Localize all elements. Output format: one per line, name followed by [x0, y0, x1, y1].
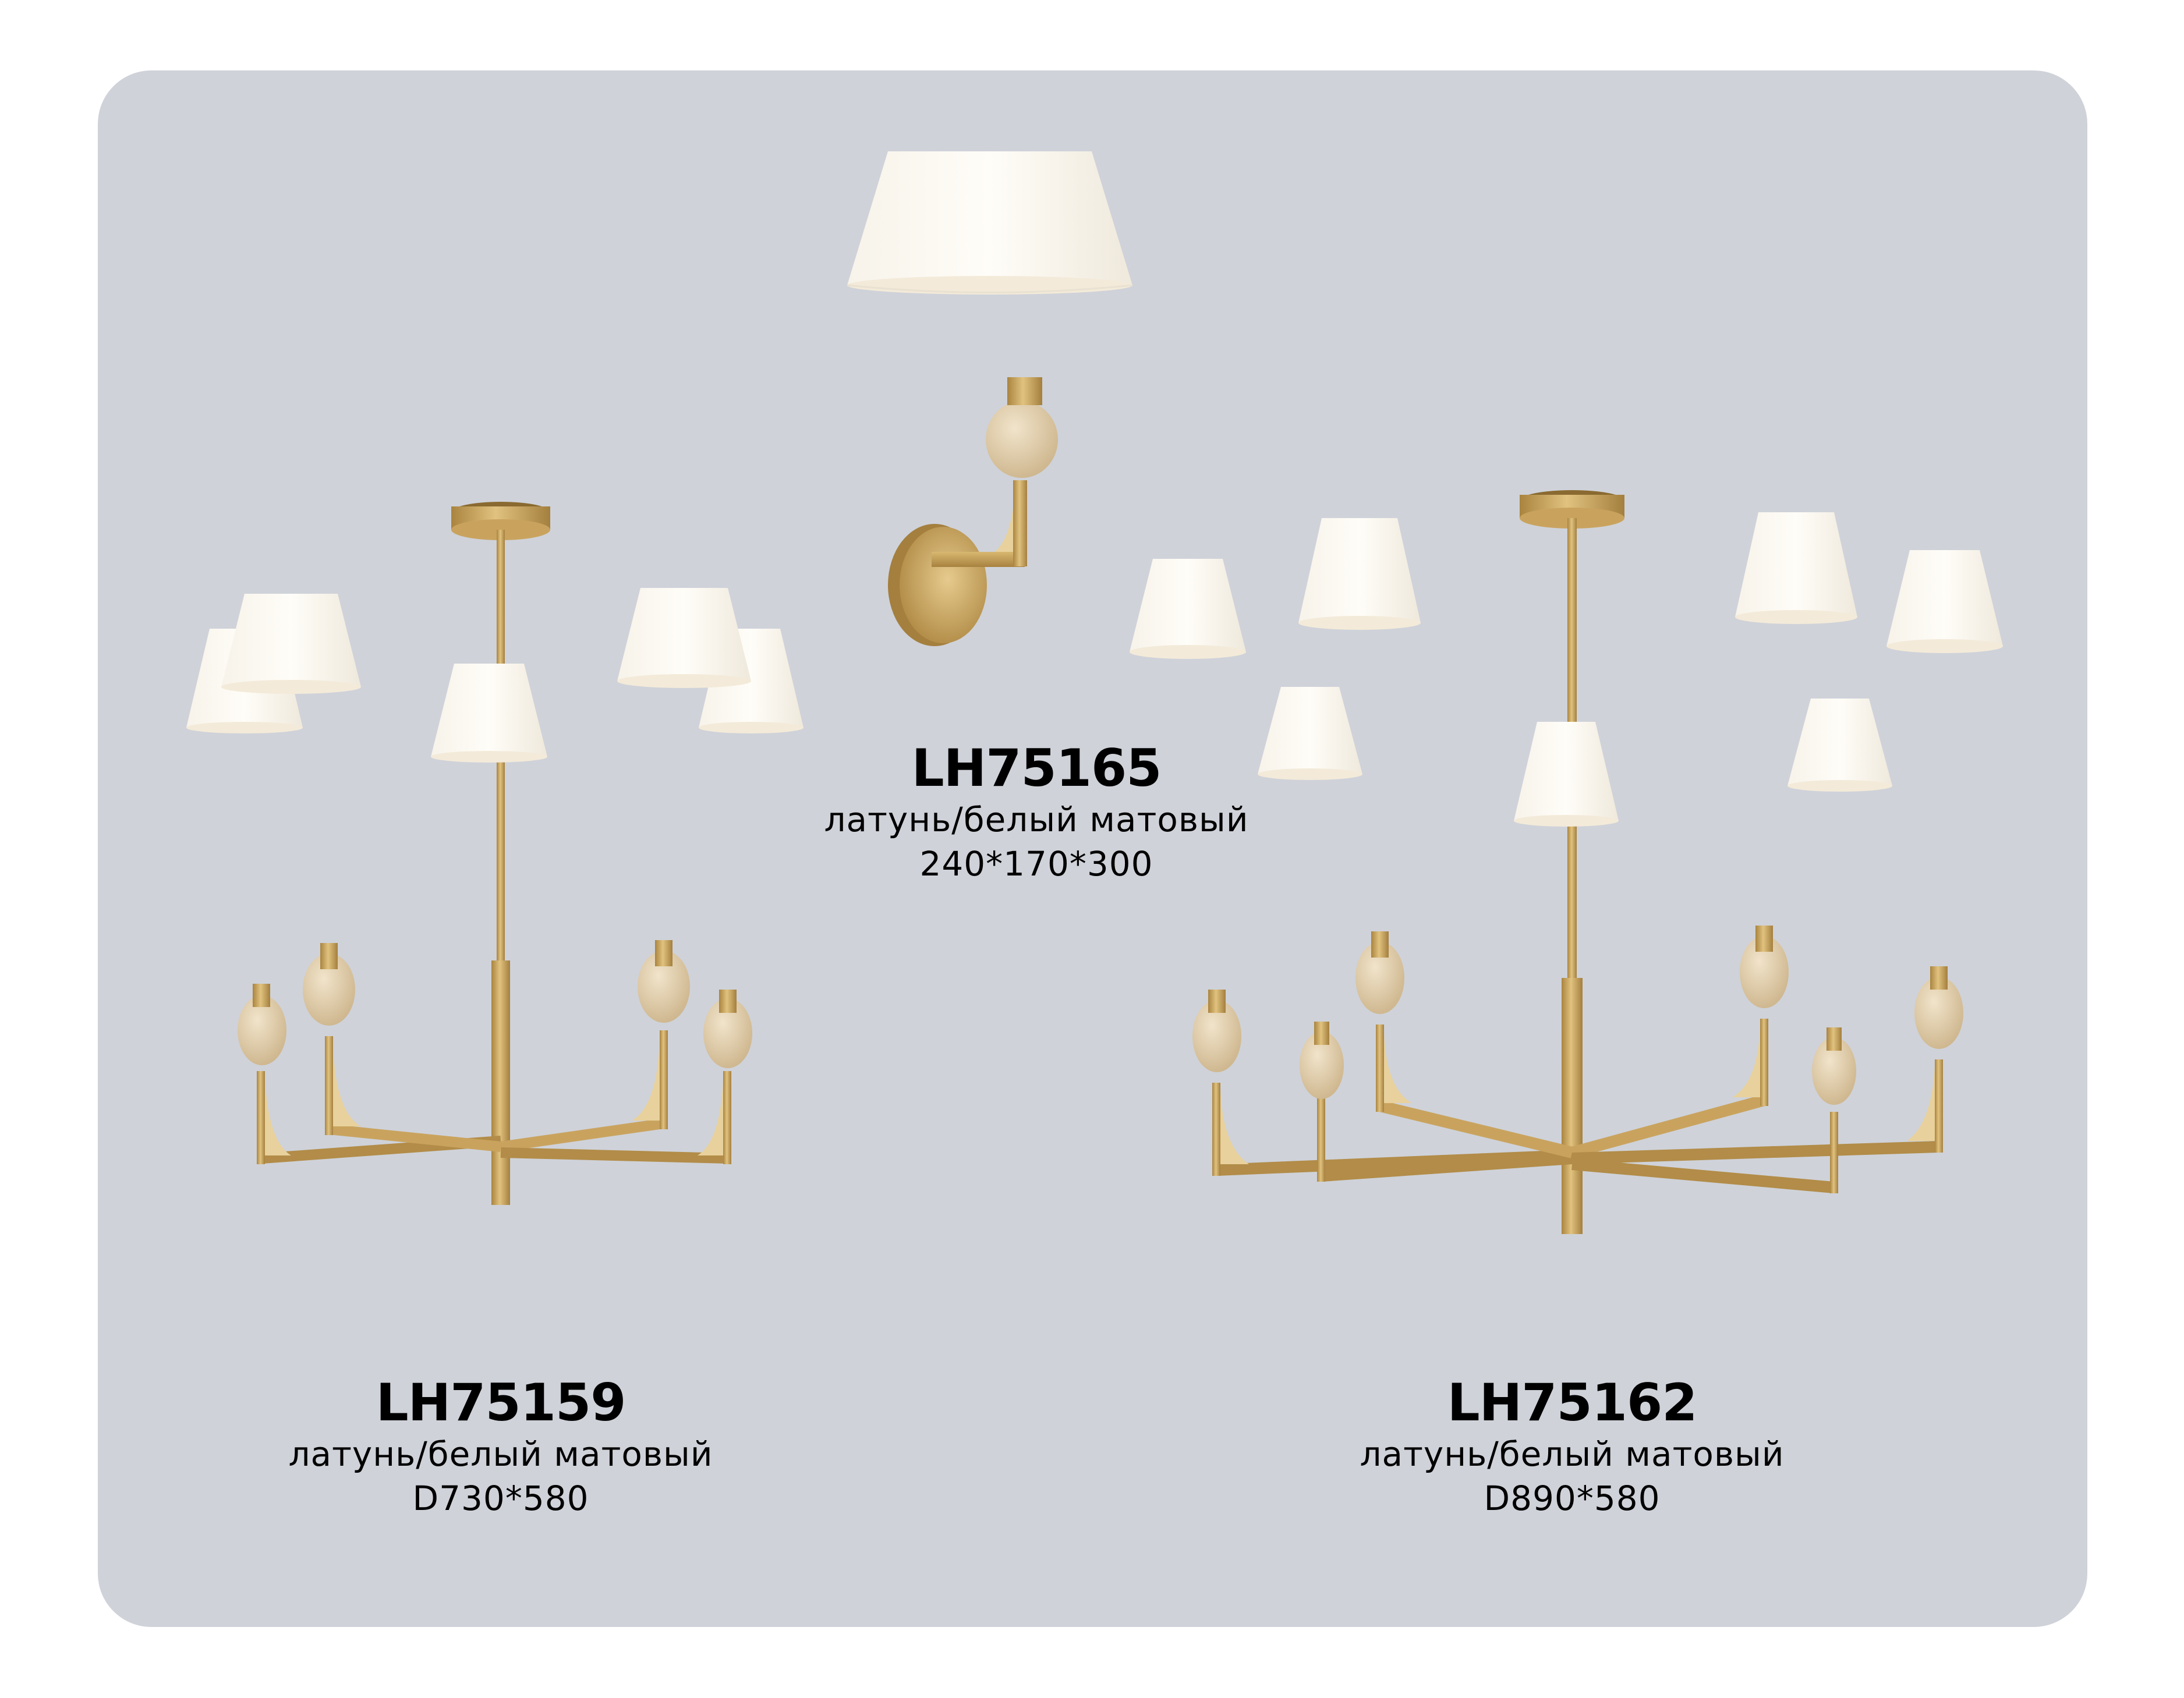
shade-back-left — [1258, 687, 1362, 780]
chandelier-5-image — [186, 489, 815, 1304]
chandelier-7-caption: LH75162 латунь/белый матовый D890*580 — [1339, 1374, 1805, 1520]
shade-center — [1514, 722, 1619, 827]
product-finish: латунь/белый матовый — [288, 1434, 713, 1474]
chandelier-5-illustration — [186, 502, 803, 1205]
shade-front-far-right — [1886, 550, 2003, 653]
product-dimensions: 240*170*300 — [919, 844, 1153, 884]
shade-center — [431, 664, 547, 763]
product-finish: латунь/белый матовый — [824, 800, 1249, 839]
shade-back-right — [1787, 699, 1892, 792]
chandelier-7-illustration — [1130, 490, 2003, 1234]
product-dimensions: D730*580 — [412, 1479, 589, 1518]
wall-sconce-illustration — [847, 151, 1133, 646]
product-panel — [98, 70, 2087, 1627]
product-code: LH75165 — [911, 738, 1162, 798]
chandelier-7-image — [1130, 477, 2015, 1316]
chandelier-5-caption: LH75159 латунь/белый матовый D730*580 — [268, 1374, 734, 1520]
shade-front-left — [221, 594, 361, 694]
wall-sconce-image — [844, 151, 1252, 646]
wall-sconce-caption: LH75165 латунь/белый матовый 240*170*300 — [803, 739, 1269, 886]
product-code: LH75162 — [1447, 1373, 1698, 1433]
shade-front-left — [1298, 518, 1421, 630]
product-dimensions: D890*580 — [1484, 1479, 1661, 1518]
shade-front-right — [1735, 512, 1857, 624]
shade-front-right — [617, 588, 751, 688]
product-code: LH75159 — [376, 1373, 626, 1433]
product-finish: латунь/белый матовый — [1360, 1434, 1785, 1474]
shade-front-far-left — [1130, 559, 1246, 659]
